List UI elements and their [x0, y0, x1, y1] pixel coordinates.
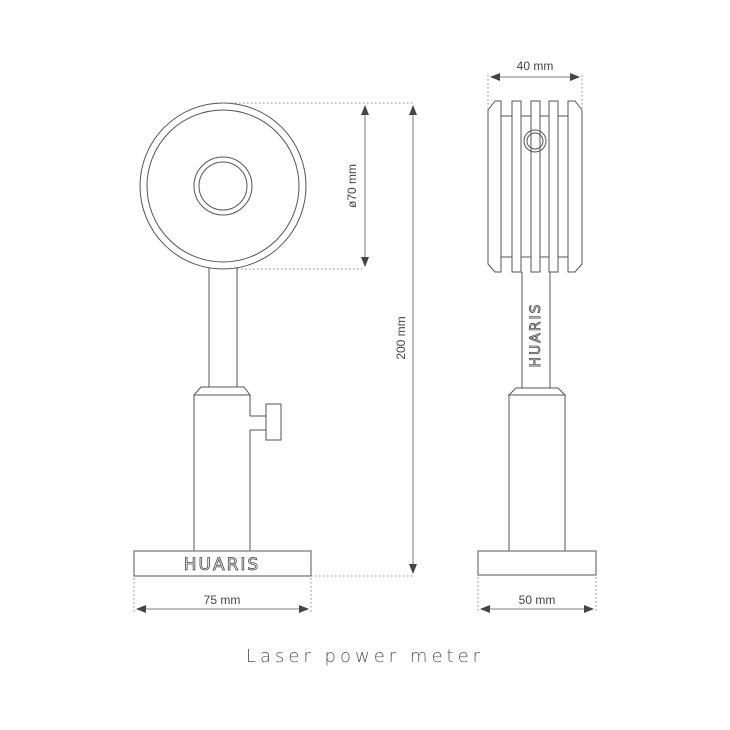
front-base-logo: HUARIS: [184, 555, 260, 575]
side-post-logo: HUARIS: [528, 302, 544, 367]
front-view: HUARIS: [133, 102, 312, 577]
side-base-width-label: 50 mm: [519, 593, 556, 607]
side-head-width-label: 40 mm: [517, 59, 554, 73]
aperture-inner: [198, 161, 248, 211]
side-dimensions: 40 mm 50 mm: [477, 59, 597, 613]
side-base: [477, 550, 597, 576]
height-label: 200 mm: [394, 316, 408, 359]
aperture-outer: [193, 156, 253, 216]
connector-inner: [526, 132, 544, 150]
diameter-label: ø70 mm: [345, 164, 359, 208]
front-base: [133, 550, 312, 577]
side-view: HUARIS: [477, 100, 597, 576]
front-base-width-label: 75 mm: [204, 593, 241, 607]
connector-outer: [523, 129, 547, 153]
caption: Laser power meter: [245, 646, 485, 667]
sensor-head-inner: [146, 109, 300, 263]
thumbscrew-knob: [265, 403, 282, 441]
thumbscrew-shaft: [250, 415, 266, 431]
sensor-head-outer: [139, 102, 307, 270]
front-dimensions: ø70 mm 200 mm 75 mm: [133, 102, 417, 613]
